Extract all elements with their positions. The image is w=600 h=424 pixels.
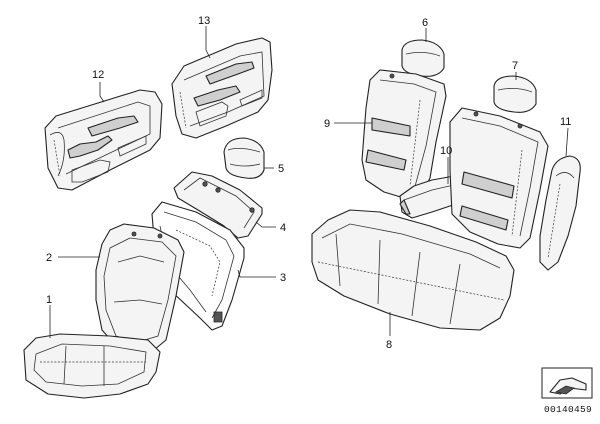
callout-4: 4 [280,222,286,234]
leader-lines [49,26,569,338]
headrest-rear-left [401,39,445,77]
reference-inset [541,367,593,399]
callout-2: 2 [46,252,52,264]
callout-6: 6 [422,17,428,29]
callout-1: 1 [46,294,52,306]
backrest-rear-left [361,69,447,199]
backrest-rear-right [449,107,549,249]
seat-cushion-cover-front [23,333,161,399]
callout-labels: 1 2 3 4 5 6 7 8 9 10 11 12 13 [46,15,571,351]
image-code: 00140459 [544,404,592,415]
seat-cushion-rear [311,209,515,331]
callout-7: 7 [512,60,518,72]
callout-12: 12 [92,69,104,81]
door-trim-panel-rear [171,37,273,139]
callout-3: 3 [280,272,286,284]
callout-5: 5 [278,163,284,175]
door-trim-panel-front [44,89,163,191]
callout-9: 9 [324,118,330,130]
headrest-rear-right [493,75,537,113]
backrest-frame [151,201,245,331]
backrest-cover-front [95,223,185,353]
callout-13: 13 [198,15,210,27]
callout-11: 11 [560,116,571,128]
callout-10: 10 [440,145,452,157]
callout-8: 8 [386,339,392,351]
side-bolster [539,155,581,271]
backrest-rear-panel [173,171,263,239]
headrest-front [223,137,265,179]
